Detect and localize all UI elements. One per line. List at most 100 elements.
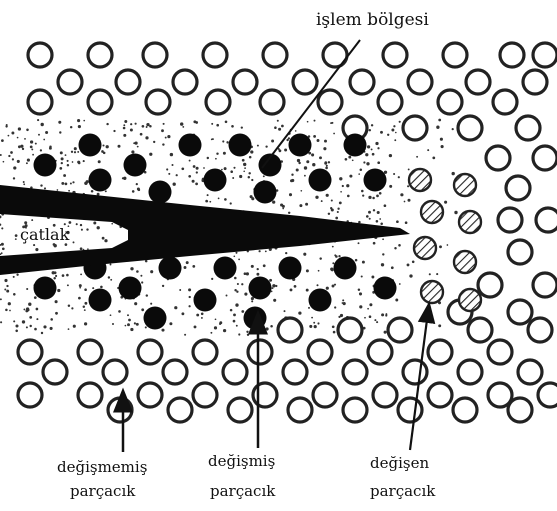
stipple-dot xyxy=(207,194,209,196)
stipple-dot xyxy=(24,138,26,140)
stipple-dot xyxy=(226,295,228,297)
stipple-dot xyxy=(186,261,189,264)
stipple-dot xyxy=(282,208,284,210)
stipple-dot xyxy=(72,181,74,183)
stipple-dot xyxy=(128,319,131,322)
stipple-dot xyxy=(362,261,365,264)
stipple-dot xyxy=(196,167,199,170)
stipple-dot xyxy=(189,296,191,298)
unchanged-particle xyxy=(438,90,462,114)
stipple-dot xyxy=(61,162,63,164)
stipple-dot xyxy=(98,160,101,163)
changing-particle xyxy=(421,201,443,223)
changed-particle xyxy=(159,257,182,280)
stipple-dot xyxy=(97,226,100,229)
stipple-dot xyxy=(323,147,326,150)
stipple-dot xyxy=(233,167,235,169)
stipple-dot xyxy=(332,285,335,288)
stipple-dot xyxy=(123,127,126,130)
stipple-dot xyxy=(257,268,259,270)
changed-particle xyxy=(364,169,387,192)
stipple-dot xyxy=(165,137,167,139)
stipple-dot xyxy=(26,288,28,290)
stipple-dot xyxy=(73,325,76,328)
stipple-dot xyxy=(207,157,209,159)
stipple-dot xyxy=(271,140,274,143)
stipple-dot xyxy=(290,288,293,291)
stipple-dot xyxy=(125,325,127,327)
stipple-dot xyxy=(36,318,38,320)
stipple-dot xyxy=(58,121,61,124)
stipple-dot xyxy=(70,183,72,185)
unchanged-particle xyxy=(466,70,490,94)
unchanged-particle xyxy=(263,43,287,67)
stipple-dot xyxy=(5,309,8,312)
unchanged-particle xyxy=(458,360,482,384)
stipple-dot xyxy=(192,265,195,268)
unchanged-particle xyxy=(18,340,42,364)
stipple-dot xyxy=(15,330,18,333)
changed-particle xyxy=(119,277,142,300)
changed-particle xyxy=(374,277,397,300)
stipple-dot xyxy=(298,311,301,314)
stipple-dot xyxy=(62,274,65,277)
stipple-dot xyxy=(43,139,45,141)
stipple-dot xyxy=(365,153,368,156)
stipple-dot xyxy=(26,129,29,132)
stipple-dot xyxy=(348,156,351,159)
stipple-dot xyxy=(184,334,186,336)
stipple-dot xyxy=(405,221,408,224)
stipple-dot xyxy=(317,139,320,142)
stipple-dot xyxy=(439,245,442,248)
stipple-dot xyxy=(265,145,267,147)
stipple-dot xyxy=(332,246,334,248)
stipple-dot xyxy=(23,181,25,183)
stipple-dot xyxy=(319,156,322,159)
stipple-dot xyxy=(407,185,409,187)
stipple-dot xyxy=(394,247,396,249)
unchanged-particle xyxy=(88,90,112,114)
stipple-dot xyxy=(169,322,172,325)
stipple-dot xyxy=(291,174,293,176)
changed-particle xyxy=(34,154,57,177)
unchanged-particle xyxy=(486,146,510,170)
stipple-dot xyxy=(241,310,244,313)
stipple-dot xyxy=(381,263,384,266)
stipple-dot xyxy=(335,217,338,220)
stipple-dot xyxy=(224,198,227,201)
stipple-dot xyxy=(307,121,309,123)
stipple-dot xyxy=(0,298,2,300)
stipple-dot xyxy=(170,153,173,156)
stipple-dot xyxy=(26,326,28,328)
stipple-dot xyxy=(130,123,132,125)
stipple-dot xyxy=(124,120,127,123)
unchanged-particle xyxy=(78,340,102,364)
stipple-dot xyxy=(358,173,360,175)
stipple-dot xyxy=(2,247,5,250)
stipple-dot xyxy=(395,132,397,134)
stipple-dot xyxy=(230,170,233,173)
stipple-dot xyxy=(346,184,349,187)
stipple-dot xyxy=(80,273,82,275)
stipple-dot xyxy=(33,244,35,246)
unchanged-particle xyxy=(313,383,337,407)
stipple-dot xyxy=(297,159,300,162)
stipple-dot xyxy=(73,241,75,243)
stipple-dot xyxy=(113,130,115,132)
stipple-dot xyxy=(391,266,394,269)
stipple-dot xyxy=(306,269,309,272)
stipple-dot xyxy=(367,308,369,310)
stipple-dot xyxy=(69,221,72,224)
stipple-dot xyxy=(438,324,441,327)
unchanged-particle xyxy=(508,300,532,324)
stipple-dot xyxy=(0,154,2,156)
unchanged-particle xyxy=(173,70,197,94)
stipple-dot xyxy=(278,128,281,131)
stipple-dot xyxy=(23,308,25,310)
unchanged-particle xyxy=(103,360,127,384)
unchanged-particle xyxy=(398,398,422,422)
stipple-dot xyxy=(35,248,38,251)
changed-particle xyxy=(229,134,252,157)
stipple-dot xyxy=(304,166,307,169)
